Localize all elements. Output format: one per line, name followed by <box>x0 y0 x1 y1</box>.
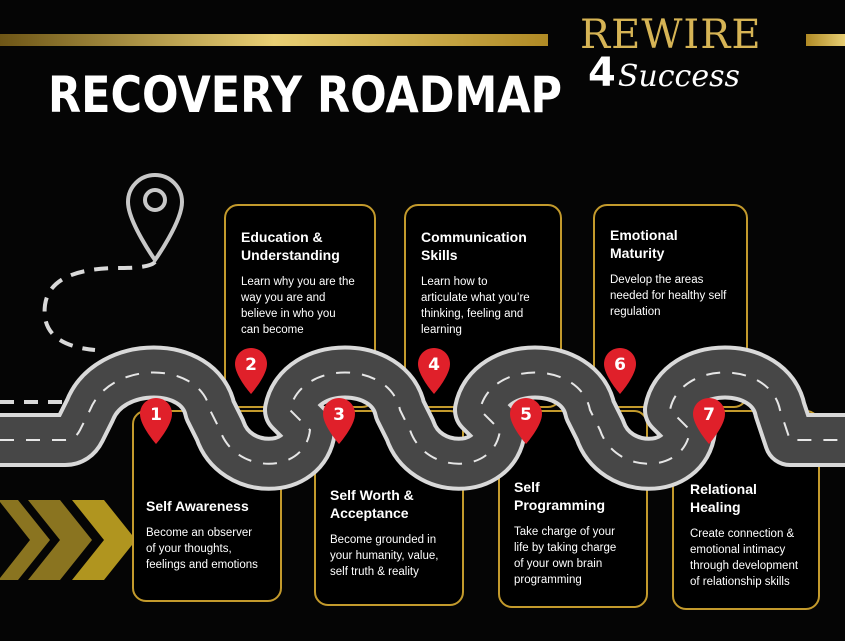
pin-number: 6 <box>614 355 626 375</box>
pin-number: 4 <box>428 355 440 375</box>
map-pin-icon-2: 2 <box>235 348 267 394</box>
pin-number: 2 <box>245 355 257 375</box>
map-pin-icon-6: 6 <box>604 348 636 394</box>
map-pin-icon-3: 3 <box>323 398 355 444</box>
pin-number: 5 <box>520 405 532 425</box>
map-pin-icon-5: 5 <box>510 398 542 444</box>
map-pin-icon-7: 7 <box>693 398 725 444</box>
pin-number: 1 <box>150 405 162 425</box>
pin-number: 3 <box>333 405 345 425</box>
map-pin-icon-4: 4 <box>418 348 450 394</box>
pin-number: 7 <box>703 405 715 425</box>
map-pin-icon-1: 1 <box>140 398 172 444</box>
